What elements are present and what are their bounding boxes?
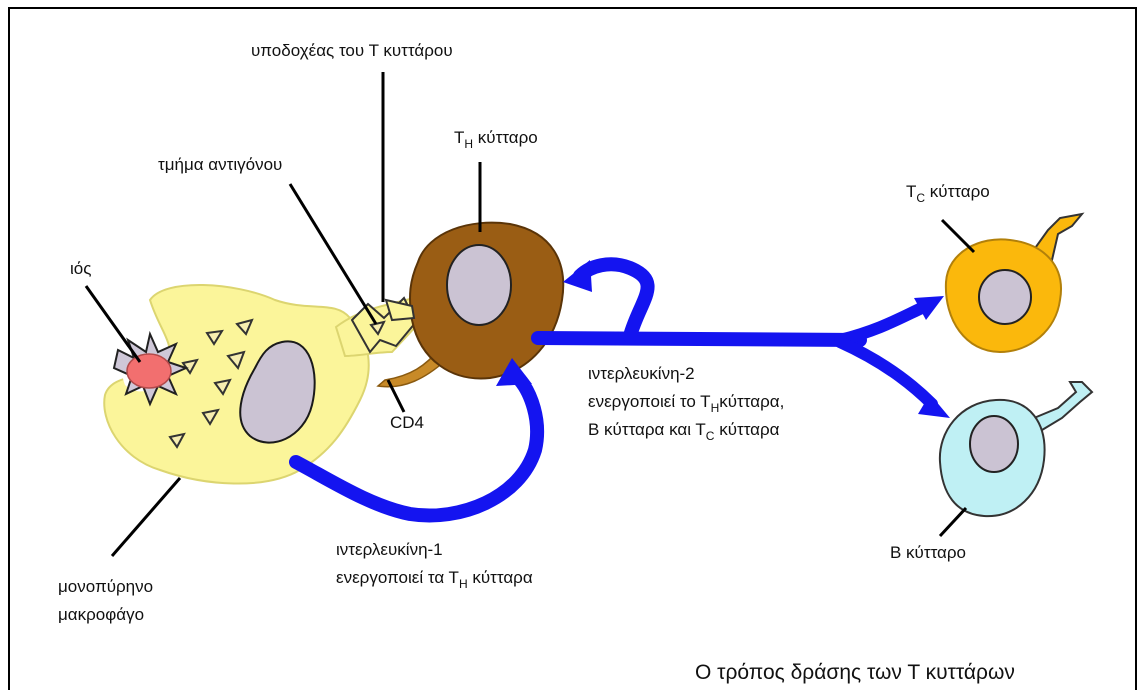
label-il1-line2: ενεργοποιεί τα ΤΗ κύτταρα xyxy=(336,568,533,591)
pointer-b-cell xyxy=(940,508,966,536)
label-il2-line2-sub: Η xyxy=(711,401,720,415)
label-receptor: υποδοχέας του Τ κυττάρου xyxy=(251,41,453,60)
b-cell-antibody xyxy=(1034,382,1092,430)
label-tc-cell-prefix: Τ xyxy=(906,182,916,201)
label-tc-cell-sub: C xyxy=(916,191,925,205)
diagram-title: Ο τρόπος δράσης των Τ κυττάρων xyxy=(695,661,1015,684)
il2-branch-to-tc xyxy=(840,306,926,340)
label-tc-cell-suffix: κύτταρο xyxy=(925,182,990,201)
il2-branch-to-b xyxy=(840,342,932,404)
label-il1-line2-suffix: κύτταρα xyxy=(468,568,533,587)
label-il2-line3-prefix: Β κύτταρα και Τ xyxy=(588,420,706,439)
label-b-cell: Β κύτταρο xyxy=(890,543,966,562)
b-cell-nucleus xyxy=(970,416,1018,472)
label-il2-line2-suffix: κύτταρα, xyxy=(719,392,784,411)
pointer-tc-cell xyxy=(942,220,974,252)
label-th-cell: ΤΗ κύτταρο xyxy=(454,128,538,151)
virus-body xyxy=(127,354,171,388)
label-antigen-fragment: τμήμα αντιγόνου xyxy=(158,155,282,174)
label-il2-line2-prefix: ενεργοποιεί το Τ xyxy=(588,392,711,411)
label-th-cell-suffix: κύτταρο xyxy=(473,128,538,147)
il2-trunk xyxy=(538,338,860,340)
label-il1-line2-prefix: ενεργοποιεί τα Τ xyxy=(336,568,459,587)
pointer-antigen xyxy=(290,184,376,324)
label-il2-line3: Β κύτταρα και ΤC κύτταρα xyxy=(588,420,780,443)
label-cd4: CD4 xyxy=(390,413,424,432)
label-tc-cell: ΤC κύτταρο xyxy=(906,182,990,205)
label-il2-line1: ιντερλευκίνη-2 xyxy=(588,364,695,383)
label-il1-line1: ιντερλευκίνη-1 xyxy=(336,540,443,559)
pointer-virus xyxy=(86,286,140,362)
label-il2-line3-suffix: κύτταρα xyxy=(714,420,779,439)
label-virus: ιός xyxy=(70,259,91,278)
label-il2-line2: ενεργοποιεί το ΤΗκύτταρα, xyxy=(588,392,784,415)
label-macrophage-line1: μονοπύρηνο xyxy=(58,577,153,596)
tc-cell-nucleus xyxy=(979,270,1031,324)
label-macrophage-line2: μακροφάγο xyxy=(58,605,144,624)
label-th-cell-sub: Η xyxy=(464,137,473,151)
label-il2-line3-sub: C xyxy=(706,429,715,443)
pointer-macrophage xyxy=(112,478,180,556)
th-cell-nucleus xyxy=(447,245,511,325)
arrowhead-to-th-top xyxy=(563,260,592,292)
label-th-cell-prefix: Τ xyxy=(454,128,464,147)
label-il1-line2-sub: Η xyxy=(459,577,468,591)
